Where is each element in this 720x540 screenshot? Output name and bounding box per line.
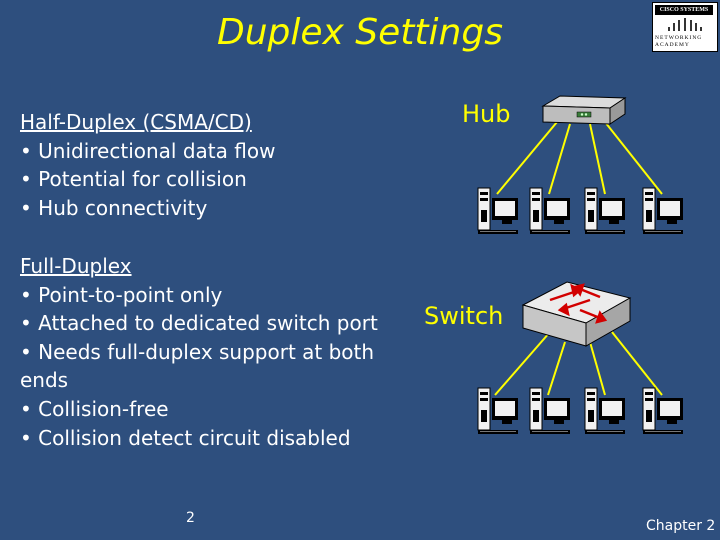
full-duplex-bullet: • Attached to dedicated switch port bbox=[20, 311, 378, 336]
full-duplex-bullet: • Point-to-point only bbox=[20, 282, 223, 307]
logo-academy-text: NETWORKING ACADEMY bbox=[655, 35, 715, 49]
computer-icon bbox=[529, 387, 571, 435]
switch-links bbox=[494, 331, 663, 396]
chapter-label: Chapter 2 bbox=[646, 518, 716, 534]
computer-icon bbox=[529, 187, 571, 235]
full-duplex-bullet: • Needs full-duplex support at both ends bbox=[20, 339, 375, 393]
hub-icon bbox=[541, 95, 627, 125]
full-duplex-bullet: • Collision-free bbox=[20, 396, 169, 421]
switch-icon bbox=[521, 281, 632, 347]
half-duplex-section: Half-Duplex (CSMA/CD) • Unidirectional d… bbox=[20, 108, 275, 222]
half-duplex-heading: Half-Duplex (CSMA/CD) bbox=[20, 110, 252, 134]
page-number: 2 bbox=[186, 510, 195, 526]
computer-icon bbox=[477, 187, 519, 235]
logo-brand-text: CISCO SYSTEMS bbox=[655, 5, 713, 15]
computer-icon bbox=[642, 187, 684, 235]
computer-icon bbox=[584, 187, 626, 235]
cisco-logo: CISCO SYSTEMS NETWORKING ACADEMY bbox=[652, 2, 718, 52]
cisco-bridge-icon bbox=[668, 18, 702, 31]
half-duplex-bullet: • Hub connectivity bbox=[20, 195, 208, 220]
logo-line-2: ACADEMY bbox=[655, 42, 690, 48]
logo-line-1: NETWORKING bbox=[655, 35, 703, 41]
computer-icon bbox=[477, 387, 519, 435]
full-duplex-section: Full-Duplex • Point-to-point only • Atta… bbox=[20, 252, 400, 452]
full-duplex-bullet: • Collision detect circuit disabled bbox=[20, 425, 351, 450]
hub-links bbox=[496, 121, 663, 195]
full-duplex-heading: Full-Duplex bbox=[20, 254, 132, 278]
hub-label: Hub bbox=[462, 100, 511, 128]
slide-title: Duplex Settings bbox=[217, 12, 503, 53]
half-duplex-bullet: • Potential for collision bbox=[20, 167, 247, 192]
switch-label: Switch bbox=[424, 302, 504, 330]
computer-icon bbox=[642, 387, 684, 435]
half-duplex-bullet: • Unidirectional data flow bbox=[20, 138, 276, 163]
